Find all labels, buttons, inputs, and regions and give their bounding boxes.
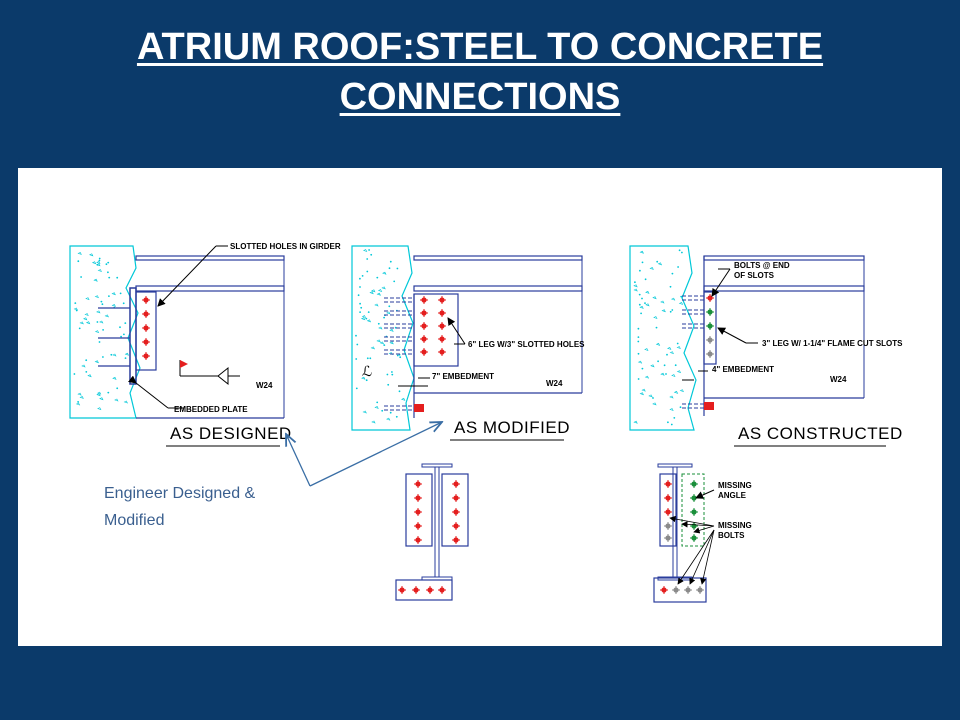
bolts-modified: [420, 296, 446, 356]
title-line-1: ATRIUM ROOF:STEEL TO CONCRETE: [136, 26, 824, 68]
slide-title: ATRIUM ROOF:STEEL TO CONCRETE CONNECTION…: [0, 22, 960, 122]
pointer-arrow-modified: [309, 422, 442, 487]
beam-label-1: W24: [256, 381, 273, 390]
label-7in-embedment: 7" EMBEDMENT: [432, 372, 494, 381]
girder-flange-2-1: [135, 285, 285, 292]
concrete-aggregate-2: [355, 249, 406, 424]
label-embedded-plate: EMBEDDED PLATE: [174, 405, 248, 414]
caption-as-modified: AS MODIFIED: [454, 418, 570, 437]
label-slotted-holes: SLOTTED HOLES IN GIRDER: [230, 242, 341, 251]
annotation-line-2: Modified: [104, 512, 164, 529]
concrete-aggregate-3: [633, 249, 684, 426]
label-missing-angle-2: ANGLE: [718, 491, 747, 500]
long-leg-angle: [413, 293, 459, 367]
pointer-arrow-designed: [286, 434, 311, 487]
connection-drawings: SLOTTED HOLES IN GIRDER W24 EMBEDDED PLA…: [69, 242, 903, 603]
concrete-wall-3: [629, 245, 697, 431]
label-4in-embedment: 4" EMBEDMENT: [712, 365, 774, 374]
beam-label-3: W24: [830, 375, 847, 384]
anchors-2: [384, 297, 414, 411]
beam-label-2: W24: [546, 379, 563, 388]
section-modified: [395, 463, 469, 601]
detail-as-designed: SLOTTED HOLES IN GIRDER W24 EMBEDDED PLA…: [69, 242, 341, 447]
section-constructed: MISSING ANGLE MISSING BOLTS: [653, 463, 752, 603]
anchors-1: [98, 307, 130, 367]
bolts-constructed: [706, 294, 714, 358]
concrete-aggregate-1: [73, 251, 130, 411]
svg-text:ℒ: ℒ: [362, 365, 372, 380]
label-missing-angle-1: MISSING: [718, 481, 752, 490]
label-bolts-end-2: OF SLOTS: [734, 271, 775, 280]
bolts-designed: [142, 296, 150, 360]
girder-flange-top-1: [135, 255, 285, 261]
label-bolts-end-1: BOLTS @ END: [734, 261, 790, 270]
anchors-3: [682, 295, 704, 409]
bolts-section-modified: [398, 480, 460, 594]
detail-as-constructed: BOLTS @ END OF SLOTS 3" LEG W/ 1-1/4" FL…: [629, 245, 903, 447]
title-line-2: CONNECTIONS: [339, 76, 621, 118]
concrete-wall-2: [351, 245, 415, 431]
label-missing-bolts-1: MISSING: [718, 521, 752, 530]
engineer-annotation: Engineer Designed & Modified: [104, 422, 442, 529]
drawing-panel: SLOTTED HOLES IN GIRDER W24 EMBEDDED PLA…: [18, 168, 942, 646]
label-6in-leg: 6" LEG W/3" SLOTTED HOLES: [468, 340, 585, 349]
clip-angle-1: [135, 291, 157, 371]
annotation-line-1: Engineer Designed &: [104, 485, 256, 502]
caption-as-constructed: AS CONSTRUCTED: [738, 424, 903, 443]
label-3in-leg: 3" LEG W/ 1-1/4" FLAME CUT SLOTS: [762, 339, 903, 348]
bolts-section-constructed: [660, 480, 704, 594]
label-missing-bolts-2: BOLTS: [718, 531, 745, 540]
detail-as-modified: ℒ 6" LEG W/3" SLOTTED HOLES 7" EMBEDMENT…: [351, 245, 585, 441]
caption-as-designed: AS DESIGNED: [170, 424, 292, 443]
